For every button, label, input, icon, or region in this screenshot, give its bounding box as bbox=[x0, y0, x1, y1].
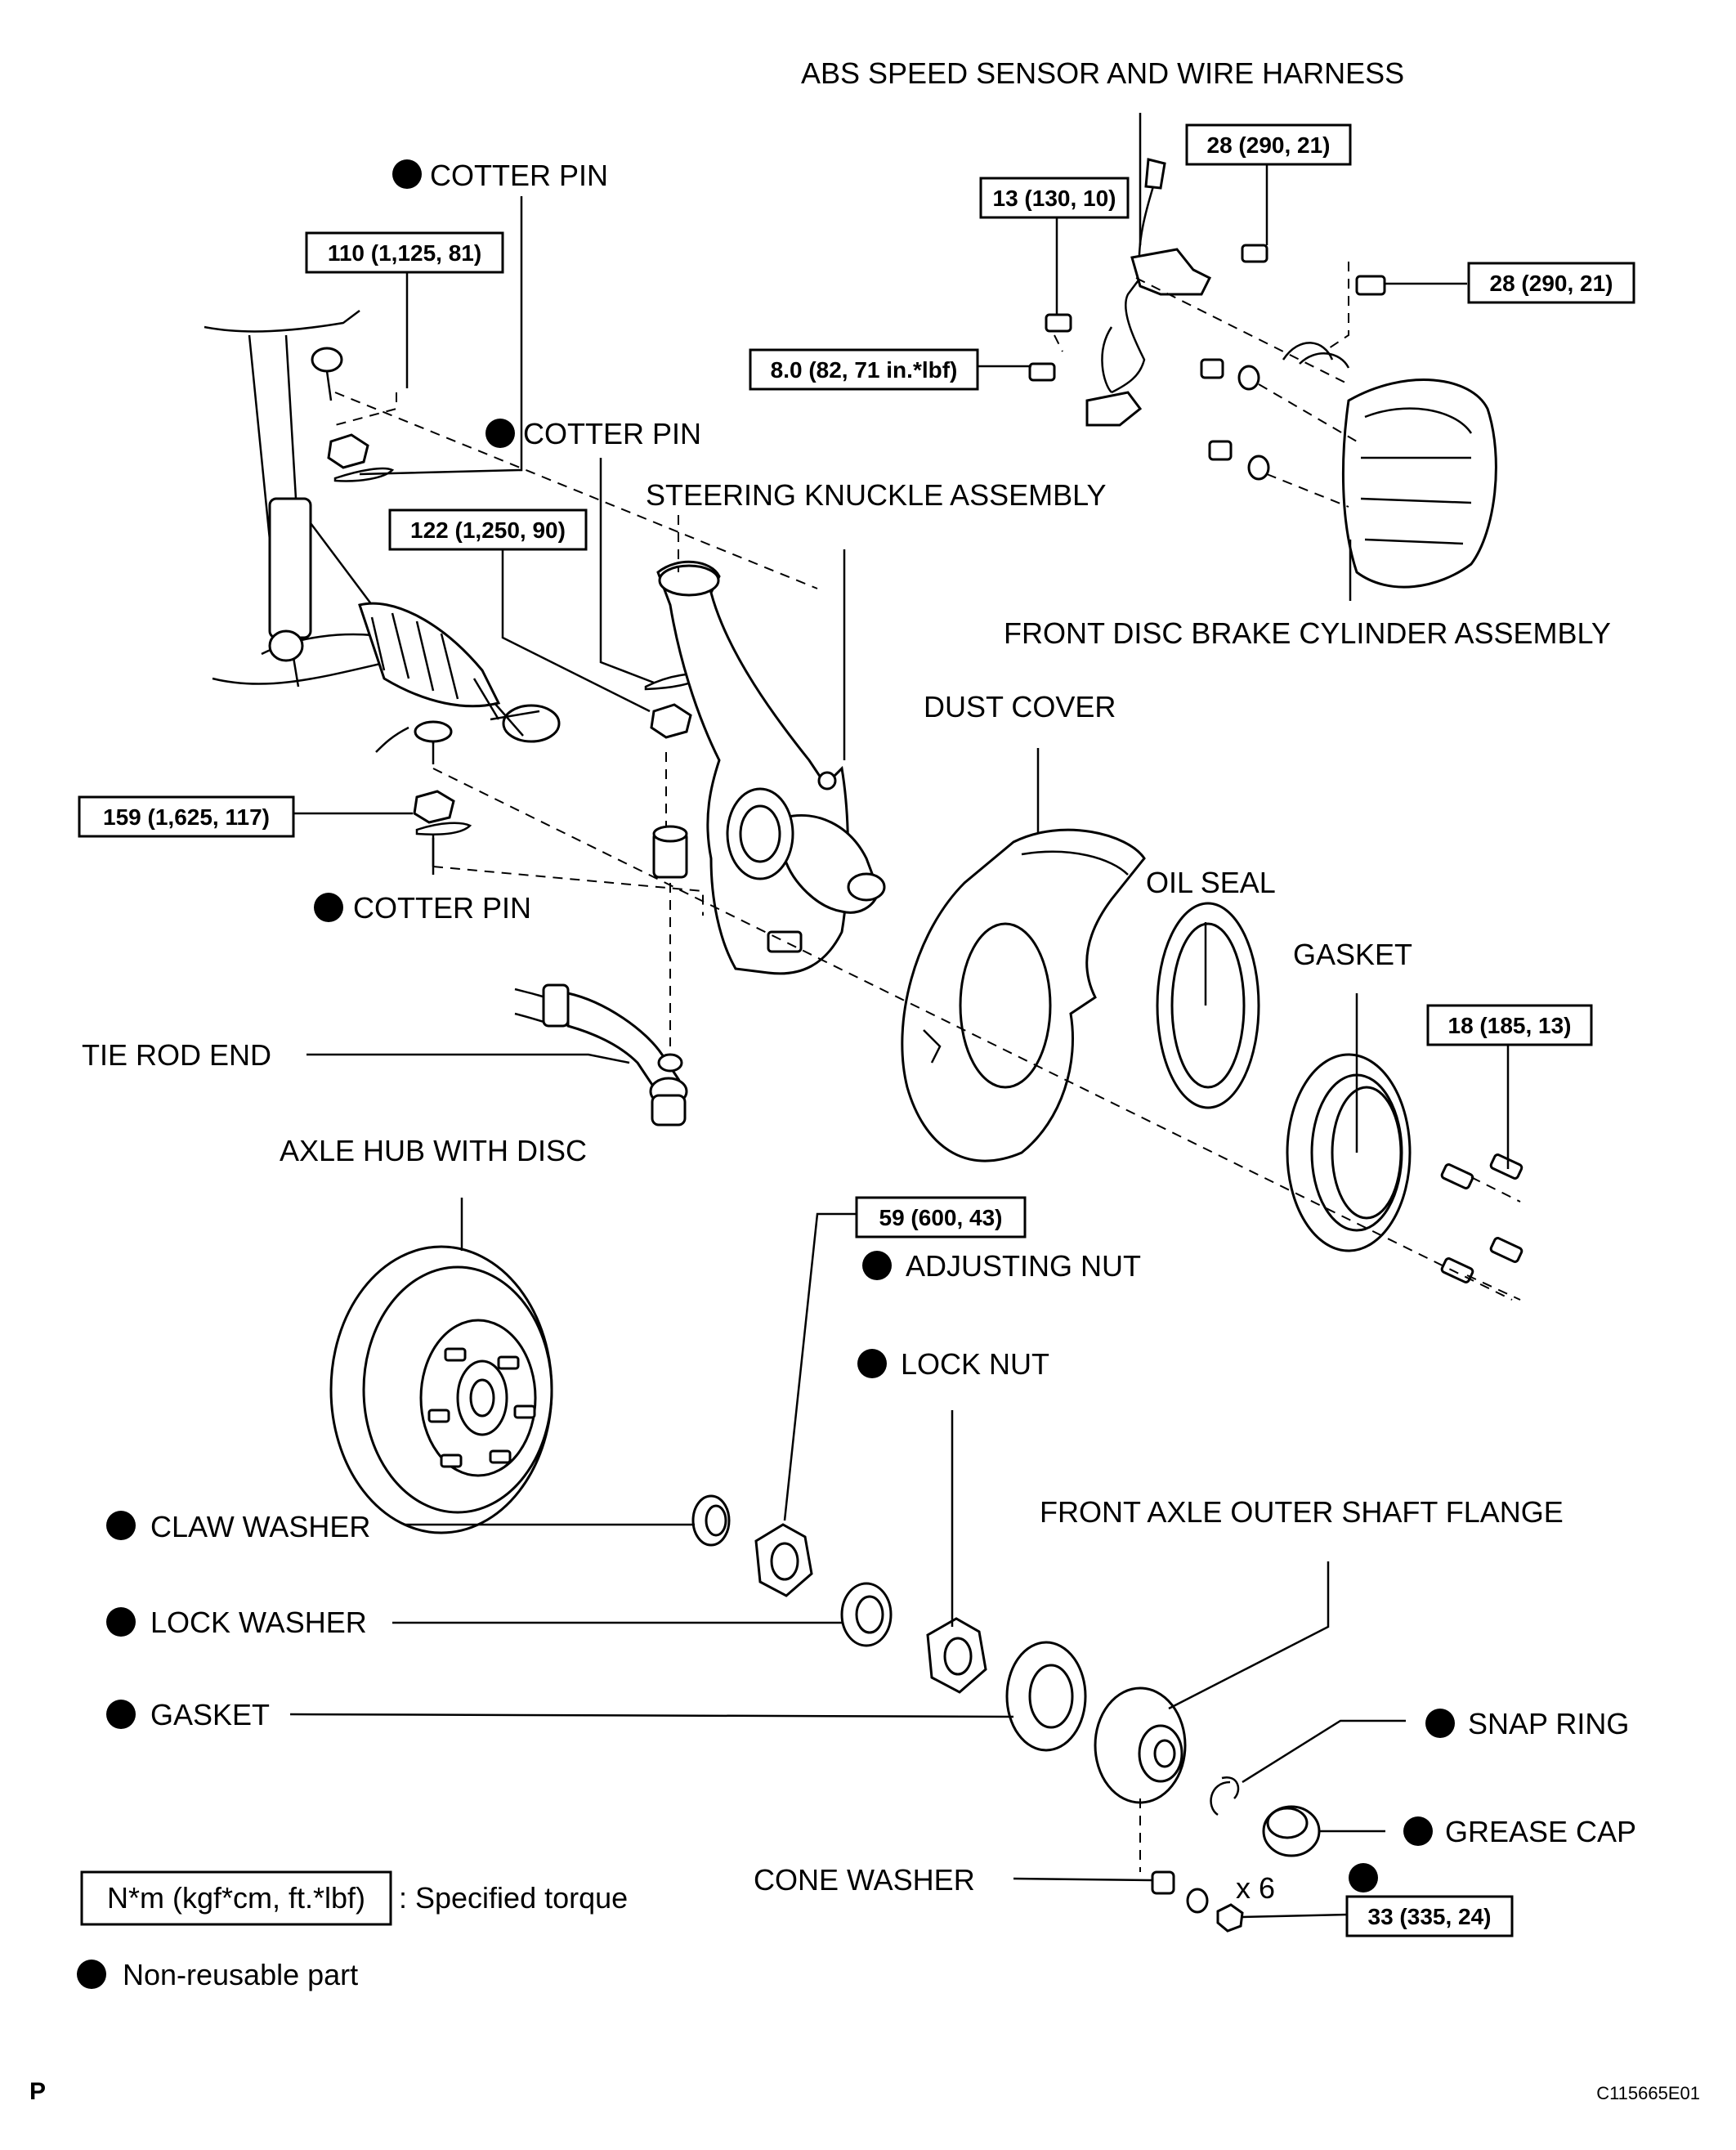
label-gasket-upper: GASKET bbox=[1293, 938, 1412, 971]
legend-torque-desc: : Specified torque bbox=[399, 1881, 628, 1915]
label-oil-seal: OIL SEAL bbox=[1146, 866, 1276, 899]
label-gasket-lower: GASKET bbox=[150, 1698, 270, 1731]
label-claw-washer: CLAW WASHER bbox=[150, 1510, 370, 1543]
nonreusable-marker bbox=[106, 1607, 136, 1637]
torque-28-caliper: 28 (290, 21) bbox=[1490, 271, 1613, 296]
label-cotter-pin-top: COTTER PIN bbox=[430, 159, 608, 192]
label-grease-cap: GREASE CAP bbox=[1445, 1815, 1636, 1848]
torque-33: 33 (335, 24) bbox=[1368, 1904, 1492, 1929]
adjusting-nut-drawing bbox=[754, 1523, 813, 1597]
label-abs-sensor: ABS SPEED SENSOR AND WIRE HARNESS bbox=[801, 56, 1404, 90]
page-code: P bbox=[29, 2078, 46, 2105]
nonreusable-marker bbox=[1403, 1816, 1433, 1846]
torque-8: 8.0 (82, 71 in.*lbf) bbox=[771, 357, 958, 383]
torque-159: 159 (1,625, 117) bbox=[103, 804, 270, 830]
suspension-arm-drawing bbox=[204, 310, 561, 764]
lock-washer-drawing bbox=[840, 1582, 893, 1647]
lock-nut-drawing bbox=[926, 1617, 987, 1694]
leader-lines bbox=[289, 113, 1510, 1919]
nonreusable-marker bbox=[1425, 1709, 1455, 1738]
label-times-six: x 6 bbox=[1236, 1871, 1275, 1905]
brake-caliper-drawing bbox=[1200, 342, 1497, 589]
torque-122: 122 (1,250, 90) bbox=[410, 517, 566, 543]
label-steering-knuckle: STEERING KNUCKLE ASSEMBLY bbox=[646, 478, 1107, 512]
tie-rod-end-drawing bbox=[514, 983, 688, 1127]
upper-ball-joint-nut bbox=[327, 433, 395, 482]
flange-drawing bbox=[1094, 1686, 1187, 1804]
label-snap-ring: SNAP RING bbox=[1468, 1707, 1629, 1740]
legend-torque-unit: N*m (kgf*cm, ft.*lbf) bbox=[107, 1881, 365, 1915]
torque-specs: 13 (130, 10) 28 (290, 21) 28 (290, 21) 8… bbox=[78, 123, 1635, 1937]
label-cotter-pin-bottom: COTTER PIN bbox=[353, 891, 531, 925]
label-brake-cylinder: FRONT DISC BRAKE CYLINDER ASSEMBLY bbox=[1004, 616, 1611, 650]
nonreusable-marker bbox=[862, 1251, 892, 1280]
steering-knuckle-drawing bbox=[652, 560, 886, 975]
label-lock-nut: LOCK NUT bbox=[901, 1347, 1049, 1381]
legend: N*m (kgf*cm, ft.*lbf) : Specified torque… bbox=[77, 1870, 628, 1991]
legend-torque-box bbox=[80, 1870, 392, 1926]
cone-washer-nut-drawing bbox=[1151, 1870, 1244, 1933]
torque-59: 59 (600, 43) bbox=[879, 1205, 1003, 1230]
snap-ring-drawing bbox=[1210, 1776, 1240, 1816]
label-adjusting-nut: ADJUSTING NUT bbox=[906, 1249, 1141, 1283]
assembly-centerlines bbox=[334, 262, 1521, 1872]
grease-cap-drawing bbox=[1262, 1805, 1321, 1857]
gasket-upper-drawing bbox=[1286, 1053, 1412, 1252]
part-labels: ABS SPEED SENSOR AND WIRE HARNESS COTTER… bbox=[82, 56, 1636, 1905]
nonreusable-marker bbox=[857, 1349, 887, 1378]
figure-id: C115665E01 bbox=[1596, 2083, 1700, 2103]
label-flange: FRONT AXLE OUTER SHAFT FLANGE bbox=[1040, 1495, 1564, 1529]
nonreusable-marker bbox=[314, 893, 343, 922]
torque-18: 18 (185, 13) bbox=[1448, 1013, 1572, 1038]
label-lock-washer: LOCK WASHER bbox=[150, 1606, 367, 1639]
torque-110: 110 (1,125, 81) bbox=[328, 240, 481, 266]
torque-13: 13 (130, 10) bbox=[993, 186, 1116, 211]
oil-seal-drawing bbox=[1156, 902, 1260, 1109]
label-tie-rod-end: TIE ROD END bbox=[82, 1038, 271, 1072]
legend-nonreusable-dot bbox=[77, 1960, 106, 1989]
lower-ball-joint-nut bbox=[413, 790, 472, 867]
legend-nonreusable-desc: Non-reusable part bbox=[123, 1958, 358, 1991]
gasket-bolts bbox=[1440, 1153, 1523, 1283]
label-axle-hub: AXLE HUB WITH DISC bbox=[280, 1134, 587, 1167]
abs-sensor-drawing bbox=[1028, 158, 1386, 427]
nonreusable-marker bbox=[1349, 1863, 1378, 1892]
label-cone-washer: CONE WASHER bbox=[754, 1863, 975, 1897]
dust-cover-drawing bbox=[901, 828, 1146, 1162]
axle-hub-disc-drawing bbox=[329, 1245, 553, 1534]
claw-washer-drawing bbox=[691, 1494, 731, 1547]
gasket-lower-drawing bbox=[1005, 1641, 1087, 1752]
label-dust-cover: DUST COVER bbox=[924, 690, 1116, 723]
nonreusable-marker bbox=[106, 1511, 136, 1540]
torque-28-sensor: 28 (290, 21) bbox=[1207, 132, 1331, 158]
nonreusable-marker bbox=[392, 159, 422, 189]
label-cotter-pin-mid: COTTER PIN bbox=[523, 417, 701, 450]
nonreusable-marker bbox=[106, 1700, 136, 1729]
nonreusable-marker bbox=[485, 419, 515, 448]
